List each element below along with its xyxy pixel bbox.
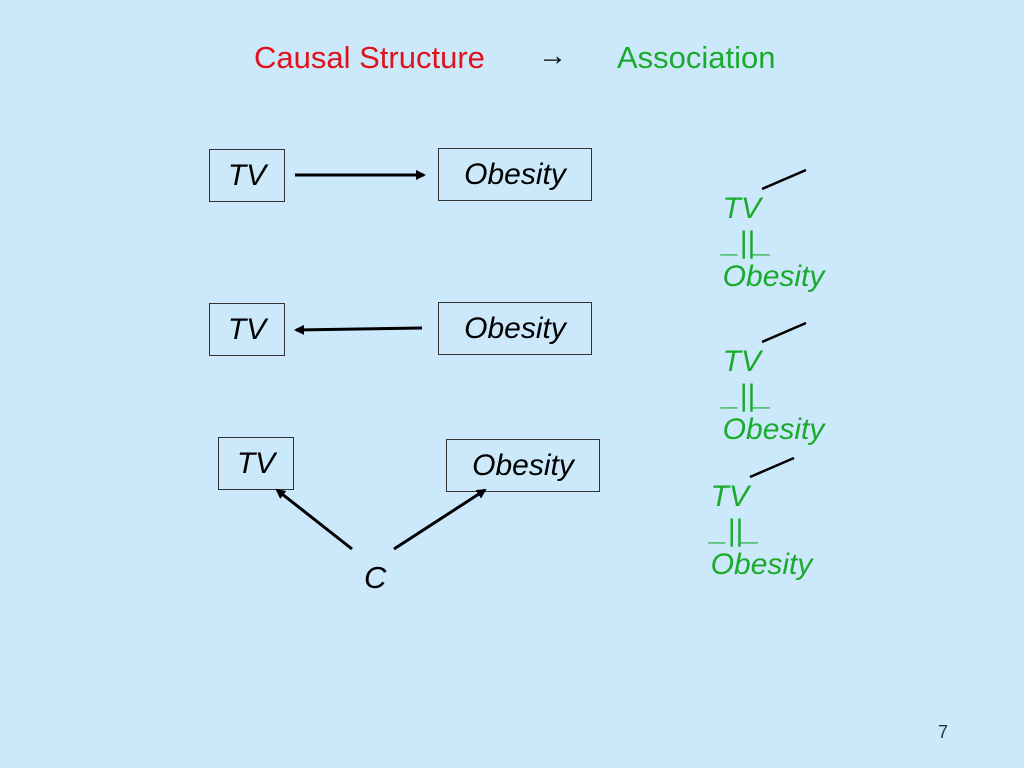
row3-obesity-label: Obesity	[472, 448, 574, 482]
row1-assoc-right: Obesity	[722, 260, 825, 293]
row1-obesity-node: Obesity	[438, 148, 592, 201]
row3-arrow-to-obesity	[393, 488, 487, 551]
slide-title: Causal Structure → Association	[0, 38, 1024, 78]
row2-tv-node: TV	[209, 303, 285, 356]
row1-association: TV _||_ Obesity	[706, 158, 825, 294]
common-cause-node: C	[364, 560, 387, 595]
row3-association: TV _||_ Obesity	[694, 446, 813, 582]
title-association: Association	[617, 40, 776, 75]
row2-obesity-label: Obesity	[464, 311, 566, 345]
row1-assoc-left: TV	[722, 192, 762, 225]
row2-obesity-node: Obesity	[438, 302, 592, 355]
title-arrow-icon: →	[538, 40, 567, 72]
page-number: 7	[938, 722, 949, 742]
row3-obesity-node: Obesity	[446, 439, 600, 492]
row1-tv-node: TV	[209, 149, 285, 202]
row1-obesity-label: Obesity	[464, 157, 566, 191]
row1-tv-label: TV	[227, 158, 267, 192]
row3-assoc-left: TV	[710, 480, 750, 513]
row3-assoc-symbol: _||_	[710, 514, 760, 547]
row2-tv-label: TV	[227, 312, 267, 346]
row2-assoc-symbol: _||_	[722, 379, 772, 412]
row2-association: TV _||_ Obesity	[706, 311, 825, 447]
row3-arrow-to-tv	[275, 488, 353, 551]
row2-assoc-right: Obesity	[722, 413, 825, 446]
row2-assoc-left: TV	[722, 345, 762, 378]
row3-assoc-right: Obesity	[710, 548, 813, 581]
row2-arrow	[294, 324, 423, 335]
title-causal-structure: Causal Structure	[254, 40, 485, 75]
row3-tv-node: TV	[218, 437, 294, 490]
row3-tv-label: TV	[236, 446, 276, 480]
row1-assoc-symbol: _||_	[722, 226, 772, 259]
